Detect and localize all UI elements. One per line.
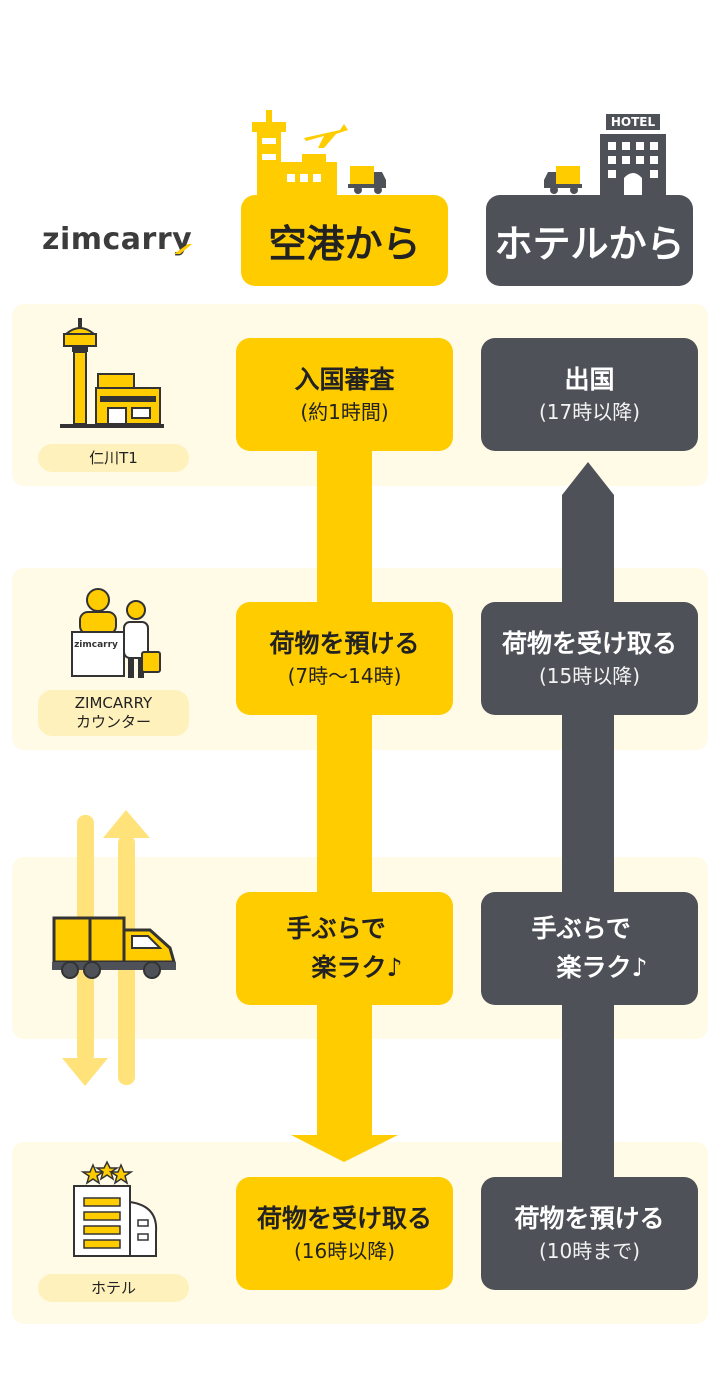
logo-text: zimcarry <box>42 222 193 257</box>
location-label-incheon: 仁川T1 <box>38 444 189 472</box>
airport-step-handsfree[interactable]: 手ぶらで 楽ラク♪ <box>236 892 453 1005</box>
zimcarry-logo[interactable]: zimcarry <box>42 222 192 257</box>
hotel-step-dropoff[interactable]: 荷物を預ける (10時まで) <box>481 1177 698 1290</box>
tab-hotel[interactable]: ホテルから <box>486 195 693 286</box>
step-sub: (10時まで) <box>538 1238 641 1263</box>
hotel-step-handsfree[interactable]: 手ぶらで 楽ラク♪ <box>481 892 698 1005</box>
counter-sign-text: zimcarry <box>74 640 118 650</box>
step-title: 出国 <box>564 364 615 394</box>
hotel-step-departure[interactable]: 出国 (17時以降) <box>481 338 698 451</box>
step-title: 手ぶらで 楽ラク♪ <box>286 913 403 982</box>
tab-airport[interactable]: 空港から <box>241 195 448 286</box>
airport-step-pickup[interactable]: 荷物を受け取る (16時以降) <box>236 1177 453 1290</box>
step-title: 荷物を受け取る <box>256 1203 432 1233</box>
step-title: 荷物を預ける <box>514 1203 665 1233</box>
hotel-sign-text: HOTEL <box>610 115 656 129</box>
logo-accent-icon <box>174 244 192 254</box>
airport-tower-icon <box>60 318 164 428</box>
hotel-building-icon <box>73 1160 158 1257</box>
step-sub: (7時〜14時) <box>287 663 402 688</box>
tab-airport-label: 空港から <box>268 222 421 266</box>
step-sub: (17時以降) <box>538 399 641 424</box>
step-title: 荷物を受け取る <box>501 628 677 658</box>
step-sub: (約1時間) <box>300 399 389 424</box>
hotel-header-icon <box>544 114 666 198</box>
hotel-step-pickup[interactable]: 荷物を受け取る (15時以降) <box>481 602 698 715</box>
airport-header-icon <box>252 110 386 198</box>
step-title: 荷物を預ける <box>269 628 420 658</box>
location-label-hotel: ホテル <box>38 1274 189 1302</box>
location-label-counter: ZIMCARRY カウンター <box>38 690 189 736</box>
airport-step-dropoff[interactable]: 荷物を預ける (7時〜14時) <box>236 602 453 715</box>
step-sub: (15時以降) <box>538 663 641 688</box>
zimcarry-counter-icon <box>71 588 161 678</box>
step-title: 入国審査 <box>294 364 395 394</box>
tab-hotel-label: ホテルから <box>494 222 685 266</box>
airport-step-immigration[interactable]: 入国審査 (約1時間) <box>236 338 453 451</box>
delivery-truck-icon <box>52 916 176 979</box>
step-sub: (16時以降) <box>293 1238 396 1263</box>
step-title: 手ぶらで 楽ラク♪ <box>531 913 648 982</box>
